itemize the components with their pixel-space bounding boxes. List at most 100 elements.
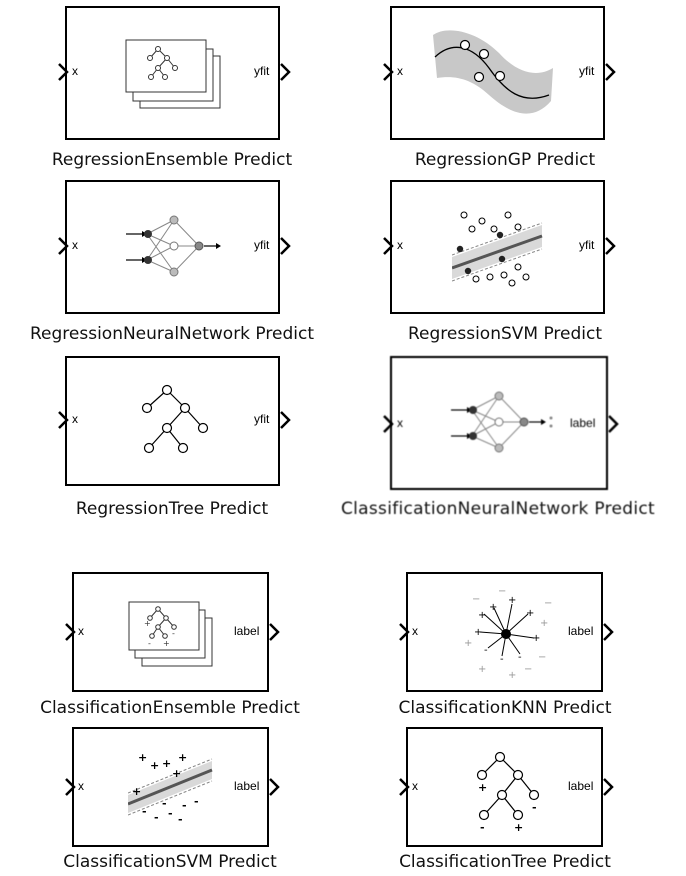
knn-icon: +++ +++ --- −−+ +−+ +−−	[464, 588, 552, 680]
svg-text:-: -	[168, 807, 173, 820]
input-port-arrow[interactable]	[399, 778, 411, 796]
classification-tree-icon: +--+	[476, 751, 540, 833]
input-port-label: x	[72, 412, 78, 426]
neural-network-icon	[451, 391, 553, 453]
svg-text:+: +	[144, 619, 151, 628]
output-port-arrow[interactable]	[605, 237, 617, 255]
block-caption: RegressionTree Predict	[75, 499, 269, 519]
output-port-label: yfit	[579, 238, 595, 252]
svg-text:+: +	[478, 610, 486, 621]
output-port-label: label	[570, 416, 596, 430]
svg-text:+: +	[478, 781, 487, 794]
output-port-label: label	[568, 779, 594, 793]
svg-text:+: +	[508, 670, 516, 680]
input-port-label: x	[72, 64, 78, 78]
input-port-arrow[interactable]	[383, 237, 395, 255]
block-caption: ClassificationNeuralNetwork Predict	[340, 499, 655, 519]
output-port-arrow[interactable]	[280, 63, 292, 81]
svg-text:+: +	[172, 767, 181, 780]
output-port-arrow[interactable]	[269, 778, 281, 796]
svg-text:+: +	[178, 751, 187, 764]
svg-text:-: -	[172, 629, 175, 638]
input-port-label: x	[412, 624, 418, 638]
input-port-label: x	[397, 238, 403, 252]
block-caption: RegressionGP Predict	[414, 150, 596, 170]
svm-regression-icon	[452, 211, 543, 287]
svg-text:−: −	[544, 598, 552, 609]
svg-text:-: -	[142, 805, 147, 818]
output-port-arrow[interactable]	[280, 411, 292, 429]
output-port-arrow[interactable]	[280, 237, 292, 255]
output-port-label: label	[568, 624, 594, 638]
svg-text:-: -	[484, 645, 488, 656]
svg-text:+: +	[132, 785, 141, 798]
neural-network-icon	[126, 215, 221, 277]
classification-ensemble-block[interactable]: + - - +	[72, 572, 269, 692]
input-port-label: x	[78, 779, 84, 793]
input-port-arrow[interactable]	[58, 237, 70, 255]
svg-text:+: +	[162, 757, 171, 770]
input-port-label: x	[72, 238, 78, 252]
regression-svm-block[interactable]	[390, 180, 605, 314]
svg-text:-: -	[480, 821, 485, 833]
output-port-label: label	[234, 624, 260, 638]
svg-text:+: +	[508, 595, 516, 606]
output-port-arrow[interactable]	[269, 623, 281, 641]
input-port-arrow[interactable]	[399, 623, 411, 641]
svg-text:-: -	[182, 799, 187, 812]
svg-text:+: +	[138, 751, 147, 764]
output-port-arrow[interactable]	[608, 415, 620, 433]
svg-text:+: +	[163, 639, 170, 648]
svg-text:+: +	[514, 821, 523, 833]
ensemble-trees-icon: + - - +	[128, 601, 213, 667]
block-caption: ClassificationKNN Predict	[398, 698, 612, 718]
svg-text:+: +	[478, 664, 486, 675]
output-port-label: yfit	[579, 64, 595, 78]
block-caption: ClassificationSVM Predict	[63, 852, 277, 872]
output-port-arrow[interactable]	[603, 778, 615, 796]
classification-tree-block[interactable]: +--+	[406, 727, 603, 847]
svg-text:-: -	[532, 801, 537, 814]
input-port-arrow[interactable]	[58, 63, 70, 81]
svg-text:+: +	[489, 602, 497, 613]
input-port-arrow[interactable]	[383, 63, 395, 81]
output-port-arrow[interactable]	[605, 63, 617, 81]
input-port-label: x	[78, 624, 84, 638]
input-port-label: x	[412, 779, 418, 793]
input-port-label: x	[397, 416, 403, 430]
input-port-arrow[interactable]	[58, 411, 70, 429]
svg-text:-: -	[154, 811, 159, 824]
regression-ensemble-block[interactable]	[65, 6, 280, 140]
classification-svm-block[interactable]: +++ +++ --- ----	[72, 727, 269, 847]
block-caption: RegressionEnsemble Predict	[51, 150, 293, 170]
svg-text:−: −	[472, 594, 480, 605]
svg-text:-: -	[148, 639, 151, 648]
svg-text:-: -	[178, 813, 183, 826]
classification-knn-block[interactable]: +++ +++ --- −−+ +−+ +−−	[406, 572, 603, 692]
svm-classification-icon: +++ +++ --- ----	[128, 751, 213, 826]
svg-text:+: +	[540, 618, 548, 629]
decision-tree-icon	[141, 384, 209, 454]
input-port-arrow[interactable]	[65, 778, 77, 796]
output-port-label: yfit	[254, 412, 270, 426]
input-port-arrow[interactable]	[65, 623, 77, 641]
svg-text:-: -	[194, 795, 199, 808]
block-caption: ClassificationEnsemble Predict	[40, 698, 300, 718]
block-caption: ClassificationTree Predict	[399, 852, 611, 872]
svg-text:+: +	[532, 633, 540, 644]
svg-text:+: +	[150, 759, 159, 772]
output-port-arrow[interactable]	[603, 623, 615, 641]
classification-neural-network-block[interactable]	[390, 356, 608, 490]
svg-text:−: −	[538, 652, 546, 663]
regression-gp-block[interactable]	[390, 6, 605, 140]
svg-text:-: -	[518, 652, 522, 663]
ensemble-trees-icon	[125, 39, 221, 109]
regression-tree-block[interactable]	[65, 356, 280, 486]
output-port-label: yfit	[254, 238, 270, 252]
input-port-arrow[interactable]	[383, 415, 395, 433]
svg-text:+: +	[474, 627, 482, 638]
regression-neural-network-block[interactable]	[65, 180, 280, 314]
svg-text:+: +	[526, 608, 534, 619]
output-port-label: yfit	[254, 64, 270, 78]
output-port-label: label	[234, 779, 260, 793]
